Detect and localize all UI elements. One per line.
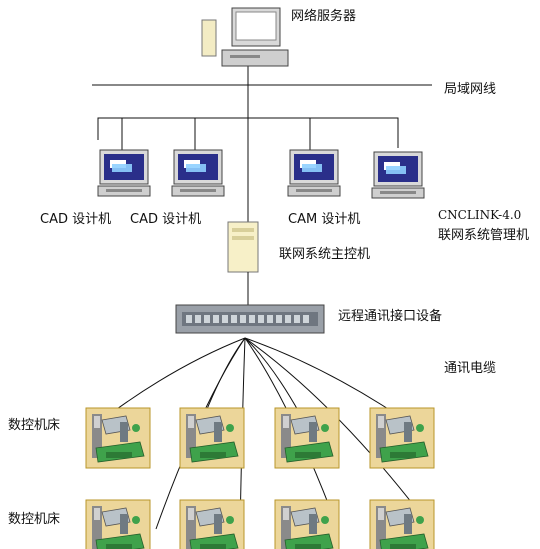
switch-port: [222, 315, 228, 323]
switch-port: [303, 315, 309, 323]
cnc-machine-icon-1: [85, 407, 151, 469]
cable-4: [244, 337, 397, 415]
switch-port: [294, 315, 300, 323]
workstation-computer-icon-3: [287, 149, 341, 197]
cnc-machine-icon-3: [274, 407, 340, 469]
cable-3: [244, 337, 301, 415]
label-cnc-row-2: 数控机床: [8, 512, 61, 527]
switch-port: [276, 315, 282, 323]
label-cad-2: CAD 设计机: [130, 212, 202, 227]
workstation-computer-icon-2: [171, 149, 225, 197]
cnc-machine-icon-5: [85, 499, 151, 549]
label-host: 联网系统主控机: [279, 247, 371, 262]
desktop-computer-icon: [201, 7, 289, 67]
cable-1: [109, 337, 246, 415]
label-cad-1: CAD 设计机: [40, 212, 112, 227]
cable-2: [204, 337, 246, 415]
label-cable: 通讯电缆: [444, 361, 497, 376]
switch-port: [186, 315, 192, 323]
workstation-computer-icon-1: [97, 149, 151, 197]
workstation-computer-icon-4: [371, 151, 425, 199]
cnc-machine-icon-6: [179, 499, 245, 549]
cnc-machine-icon-4: [369, 407, 435, 469]
label-cam: CAM 设计机: [288, 212, 361, 227]
switch-port: [240, 315, 246, 323]
label-lan: 局域网线: [444, 82, 497, 97]
switch-port: [258, 315, 264, 323]
switch-port: [285, 315, 291, 323]
label-cnc-row-1: 数控机床: [8, 418, 61, 433]
switch-port: [249, 315, 255, 323]
label-cnclink-line1: CNCLINK-4.0: [438, 208, 522, 222]
label-remote: 远程通讯接口设备: [338, 309, 443, 324]
host-bay-2: [232, 236, 254, 240]
switch-port: [231, 315, 237, 323]
switch-port: [195, 315, 201, 323]
cnc-machine-icon-7: [274, 499, 340, 549]
switch-port: [204, 315, 210, 323]
cnc-machine-icon-2: [179, 407, 245, 469]
label-server: 网络服务器: [291, 9, 357, 24]
cnc-machine-icon-8: [369, 499, 435, 549]
switch-port: [267, 315, 273, 323]
switch-port: [213, 315, 219, 323]
host-bay-1: [232, 228, 254, 232]
label-cnclink-line2: 联网系统管理机: [438, 228, 530, 243]
